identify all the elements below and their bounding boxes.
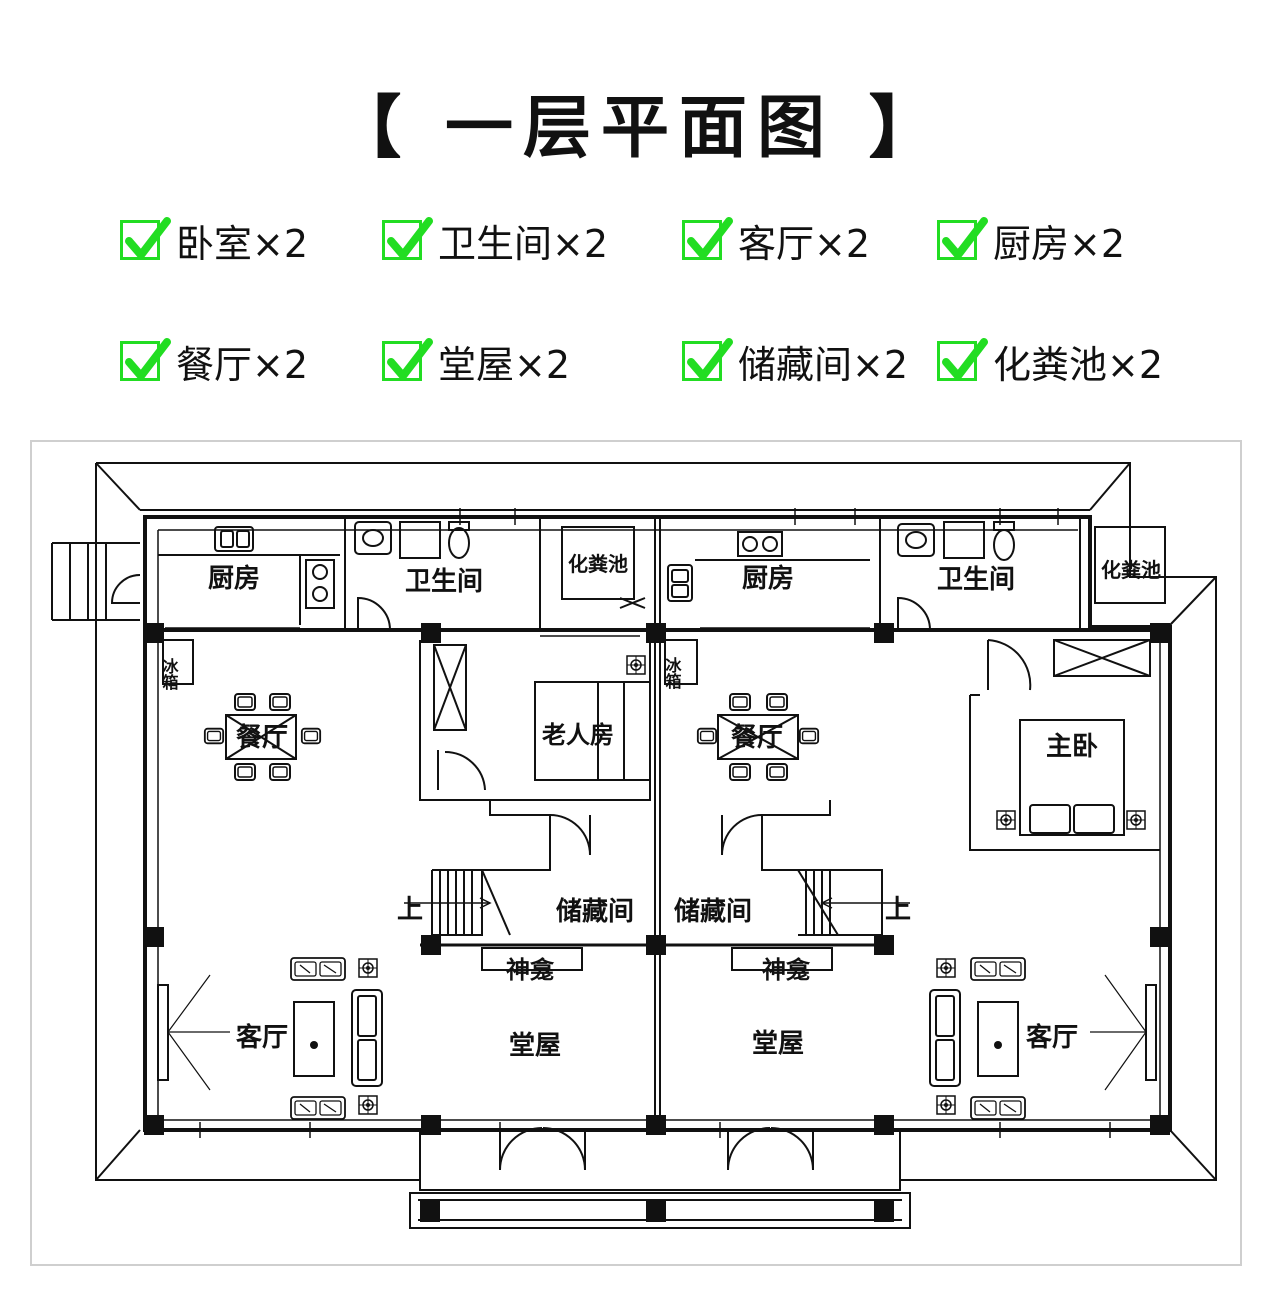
shrine-right — [731, 947, 833, 971]
room-label-kitchen-right: 厨房 — [742, 564, 794, 594]
front-porch — [409, 1130, 911, 1229]
room-label-septic-right: 化粪池 — [1101, 558, 1161, 582]
exterior-wall — [143, 515, 1172, 1132]
washbasin-left — [354, 521, 392, 555]
room-label-dining-left: 餐厅 — [236, 723, 288, 753]
checkmark-icon — [937, 338, 988, 381]
checkmark-icon — [120, 338, 171, 381]
fridge-label-left: 冰箱 — [160, 657, 179, 691]
shrine-left — [481, 947, 583, 971]
hall-door-left — [499, 1127, 586, 1171]
feature-item-living-room: 客厅×2 — [682, 215, 871, 266]
roof-inner-edge — [95, 462, 1217, 1181]
toilet-left — [448, 527, 470, 559]
cooktop-left — [305, 559, 335, 609]
feature-item-bedroom: 卧室×2 — [120, 215, 309, 266]
bath-door-right — [897, 596, 931, 631]
checkmark-icon — [382, 338, 433, 381]
septic-tank-right — [1094, 526, 1166, 604]
sofa-right — [929, 989, 961, 1087]
feature-label: 储藏间×2 — [738, 342, 909, 387]
room-label-hall-right: 堂屋 — [752, 1029, 804, 1059]
stair-up-label-right: 上 — [885, 895, 911, 925]
septic-tank-left — [561, 526, 635, 600]
room-label-elder-room: 老人房 — [542, 721, 614, 749]
fridge-right — [664, 639, 698, 685]
feature-item-septic: 化粪池×2 — [937, 336, 1164, 387]
elder-room-door — [437, 750, 486, 791]
room-label-bath-right: 卫生间 — [937, 565, 1015, 595]
feature-item-hall: 堂屋×2 — [382, 336, 571, 387]
feature-label: 化粪池×2 — [993, 342, 1164, 387]
master-bedroom-door — [987, 639, 1032, 691]
left-entry-steps — [51, 542, 140, 621]
kitchen-sink-right — [667, 564, 693, 602]
storage-door-left — [549, 814, 591, 856]
room-label-living-left: 客厅 — [236, 1022, 288, 1053]
feature-item-bathroom: 卫生间×2 — [382, 215, 609, 266]
fridge-label-right: 冰箱 — [663, 656, 682, 690]
coffee-table-right — [977, 1001, 1019, 1077]
checkmark-icon — [120, 217, 171, 260]
room-label-storage-right: 储藏间 — [674, 896, 752, 927]
feature-label: 餐厅×2 — [176, 342, 309, 387]
fridge-left — [162, 639, 194, 685]
feature-item-storage: 储藏间×2 — [682, 336, 909, 387]
hall-door-right — [727, 1127, 814, 1171]
checkmark-icon — [382, 217, 433, 260]
room-label-septic-left: 化粪池 — [568, 552, 628, 576]
checkmark-icon — [937, 217, 988, 260]
left-entry-door — [110, 574, 141, 604]
storage-door-right — [721, 814, 763, 856]
structural-columns — [144, 623, 1170, 1222]
exterior-wall-inner — [157, 529, 1161, 1121]
page-title: 【 一层平面图 】 — [333, 89, 947, 168]
stair-up-label-left: 上 — [397, 895, 423, 925]
dining-table-right — [717, 714, 799, 760]
cooktop-right — [737, 531, 783, 557]
room-label-hall-left: 堂屋 — [509, 1031, 561, 1061]
sofa-left — [351, 989, 383, 1087]
washbasin-right — [897, 523, 935, 557]
tv-left — [157, 984, 169, 1081]
room-label-bath-left: 卫生间 — [405, 567, 483, 597]
feature-label: 卧室×2 — [176, 221, 309, 266]
room-label-living-right: 客厅 — [1026, 1022, 1078, 1053]
bath-door-left — [357, 596, 391, 631]
room-label-dining-right: 餐厅 — [731, 723, 783, 753]
feature-label: 客厅×2 — [738, 221, 871, 266]
shower-right — [943, 521, 985, 559]
feature-item-kitchen: 厨房×2 — [937, 215, 1126, 266]
shrine-label-left: 神龛 — [506, 956, 555, 984]
shower-left — [399, 521, 441, 559]
dining-table-left — [225, 714, 297, 760]
master-bedroom-wall — [969, 694, 1160, 851]
room-label-storage-left: 储藏间 — [556, 896, 634, 927]
checkmark-icon — [682, 217, 733, 260]
wardrobe-right — [1053, 639, 1151, 677]
shrine-label-right: 神龛 — [762, 956, 811, 984]
feature-item-dining: 餐厅×2 — [120, 336, 309, 387]
toilet-right — [993, 529, 1015, 561]
checkmark-icon — [682, 338, 733, 381]
feature-label: 堂屋×2 — [438, 342, 571, 387]
feature-label: 厨房×2 — [993, 221, 1126, 266]
tv-right — [1145, 984, 1157, 1081]
feature-label: 卫生间×2 — [438, 221, 609, 266]
wardrobe-left — [433, 644, 467, 731]
coffee-table-left — [293, 1001, 335, 1077]
room-label-master-bed: 主卧 — [1046, 732, 1098, 762]
room-label-kitchen-left: 厨房 — [208, 564, 260, 594]
kitchen-sink-left — [214, 526, 254, 552]
master-bed — [1019, 719, 1125, 836]
